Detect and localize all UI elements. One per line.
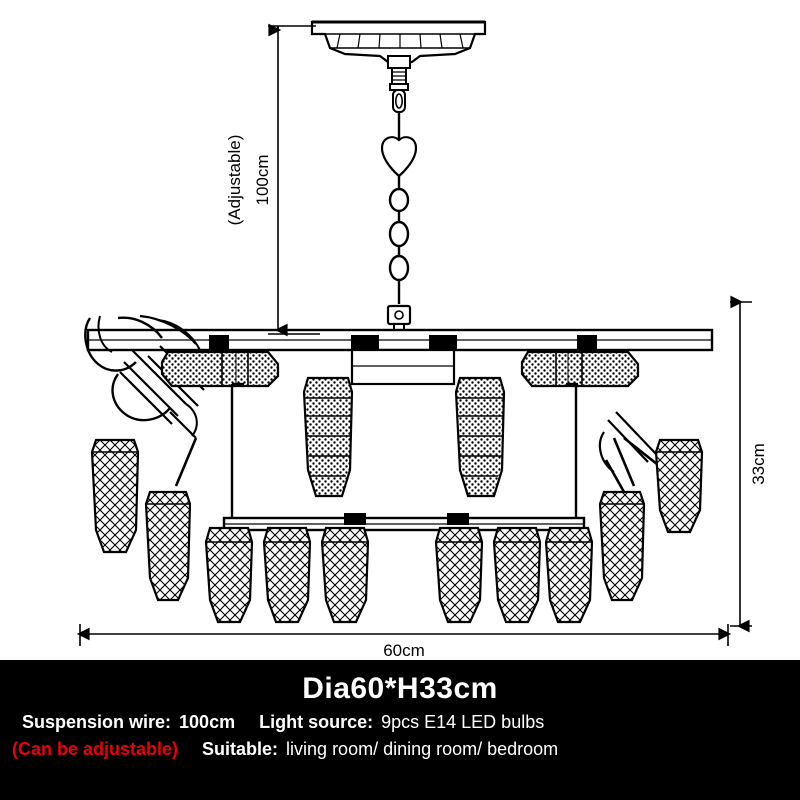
ceiling-canopy: [310, 20, 487, 64]
upper-crystal-bar-left: [160, 350, 280, 388]
crystal-prism-right-inner: [598, 490, 646, 602]
dimension-height-33cm: [730, 295, 752, 633]
lower-support-frame: [222, 382, 586, 532]
adjustable-note: (Can be adjustable): [12, 739, 179, 759]
crystal-prism-bottom-6: [544, 526, 594, 624]
dimension-label-60cm: 60cm: [383, 641, 425, 660]
suitable-value: living room/ dining room/ bedroom: [286, 739, 559, 759]
crystal-prism-bottom-2: [262, 526, 312, 624]
spec-row-adjustable-suitable: (Can be adjustable) Suitable: living roo…: [0, 739, 800, 760]
outer-arms: [174, 436, 663, 493]
suspension-stem: [387, 55, 411, 113]
crystal-prism-bottom-3: [320, 526, 370, 624]
crystal-prism-bottom-5: [492, 526, 542, 624]
center-crystal-block-left: [302, 376, 354, 498]
dimension-label-adjustable: (Adjustable): [225, 135, 244, 226]
dimension-height-100cm: [268, 23, 320, 337]
crystal-prism-bottom-4: [434, 526, 484, 624]
spec-panel: Dia60*H33cm Suspension wire: 100cm Light…: [0, 660, 800, 800]
product-diagram: 100cm (Adjustable) 33cm 60cm: [76, 20, 768, 660]
dimension-label-33cm: 33cm: [749, 443, 768, 485]
crystal-prism-bottom-1: [204, 526, 254, 624]
center-crystal-block-right: [454, 376, 506, 498]
suspension-wire-value: 100cm: [179, 712, 236, 732]
crystal-prism-left-outer: [90, 438, 140, 554]
product-title: Dia60*H33cm: [302, 672, 498, 705]
crystal-prism-left-inner: [144, 490, 192, 602]
light-source-value: 9pcs E14 LED bulbs: [381, 712, 545, 732]
light-source-label: Light source:: [259, 712, 374, 732]
suspension-chain: [380, 112, 418, 333]
upper-crystal-bar-right: [520, 350, 640, 388]
dimension-label-100cm: 100cm: [253, 154, 272, 205]
dimension-width-60cm: [76, 624, 732, 646]
crystal-prism-right-outer: [654, 438, 704, 534]
suspension-wire-label: Suspension wire:: [22, 712, 172, 732]
right-scroll-ornament: [598, 411, 657, 473]
suitable-label: Suitable:: [202, 739, 279, 759]
spec-row-suspension-light: Suspension wire: 100cm Light source: 9pc…: [0, 712, 800, 733]
